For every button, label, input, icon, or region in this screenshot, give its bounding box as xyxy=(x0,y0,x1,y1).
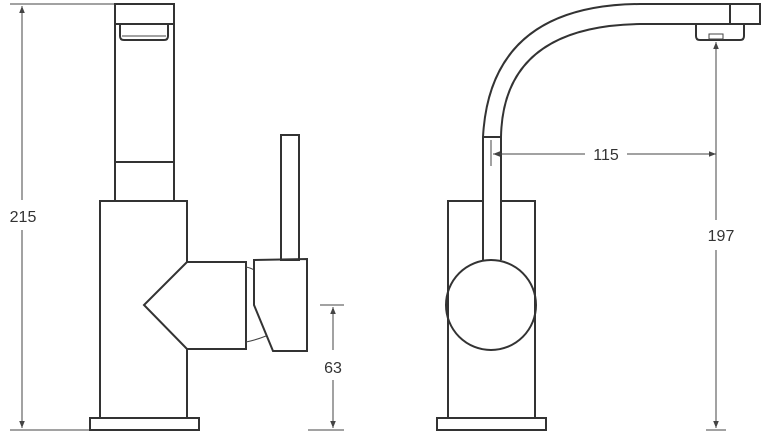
dimension-lever-height: 63 xyxy=(308,304,344,431)
curved-spout xyxy=(482,3,761,138)
dim-label-115: 115 xyxy=(593,147,619,164)
front-view: 115 197 xyxy=(436,3,761,431)
spout-stem xyxy=(482,136,502,260)
dimension-total-height: 215 xyxy=(10,3,118,431)
side-view: 215 xyxy=(10,3,344,431)
dim-label-197: 197 xyxy=(708,228,735,245)
front-body xyxy=(436,200,547,431)
spout-head xyxy=(114,3,175,41)
round-handle xyxy=(445,259,537,351)
cartridge-housing xyxy=(142,261,267,350)
lever-handle xyxy=(253,134,308,352)
dim-label-215: 215 xyxy=(10,209,37,226)
spout-column xyxy=(114,24,175,201)
dimension-spout-reach: 115 xyxy=(490,140,716,166)
dimension-spout-height: 197 xyxy=(706,42,735,431)
faucet-body xyxy=(89,200,200,431)
dim-label-63: 63 xyxy=(324,360,342,377)
